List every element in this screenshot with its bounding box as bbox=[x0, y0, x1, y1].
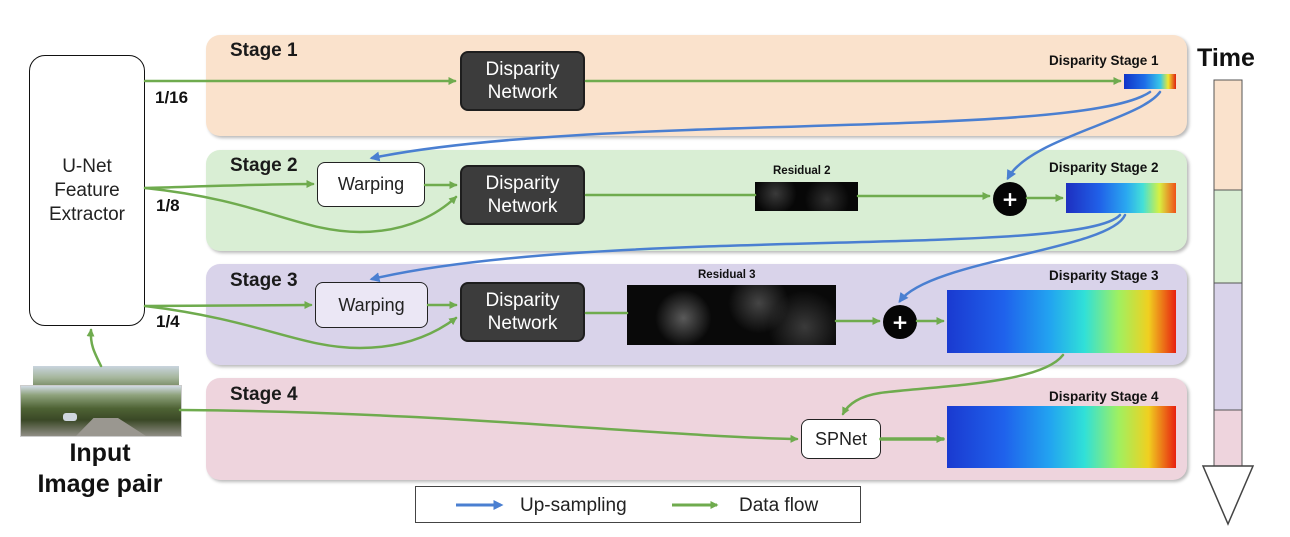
spnet-box: SPNet bbox=[801, 419, 881, 459]
flow-unet-to-dn3-direct bbox=[143, 304, 458, 350]
upsample-disp1-to-warp2 bbox=[369, 90, 1152, 162]
time-bar bbox=[1201, 79, 1255, 526]
unet-feature-extractor: U-Net Feature Extractor bbox=[29, 55, 145, 326]
upsample-disp2-to-warp3 bbox=[369, 213, 1122, 283]
warping-stage-2: Warping bbox=[317, 162, 425, 207]
disparity-stage-1-label: Disparity Stage 1 bbox=[1049, 53, 1159, 68]
flow-unet-to-warp3 bbox=[143, 301, 313, 310]
flow-input-to-unet bbox=[86, 328, 103, 368]
legend-upsampling-label: Up-sampling bbox=[520, 495, 627, 516]
legend-dataflow-label: Data flow bbox=[739, 495, 819, 516]
residual-2-label: Residual 2 bbox=[773, 165, 831, 177]
upsample-disp2-to-sum3 bbox=[898, 213, 1127, 304]
time-label: Time bbox=[1197, 44, 1255, 72]
time-arrow-head bbox=[1201, 465, 1255, 526]
disparity-stage-4-label: Disparity Stage 4 bbox=[1049, 389, 1159, 404]
residual-3-map bbox=[627, 285, 836, 345]
disparity-stage-2-label: Disparity Stage 2 bbox=[1049, 160, 1159, 175]
disparity-map-stage-3 bbox=[947, 290, 1176, 353]
upsample-disp1-to-sum2 bbox=[1006, 90, 1162, 181]
residual-3-label: Residual 3 bbox=[698, 269, 756, 281]
stage-4-title: Stage 4 bbox=[230, 384, 298, 405]
scale-label-1-8: 1/8 bbox=[156, 196, 180, 215]
flow-disp3-to-spnet bbox=[841, 353, 1065, 416]
stage-1-panel bbox=[206, 35, 1187, 136]
disparity-network-stage-1: Disparity Network bbox=[460, 51, 585, 111]
stage-3-title: Stage 3 bbox=[230, 270, 298, 291]
stage-2-title: Stage 2 bbox=[230, 155, 298, 176]
disparity-network-stage-3: Disparity Network bbox=[460, 282, 585, 342]
flow-image-to-spnet bbox=[178, 408, 799, 443]
disparity-map-stage-2 bbox=[1066, 183, 1176, 213]
residual-2-map bbox=[755, 182, 858, 211]
sum-node-stage-2: + bbox=[993, 182, 1027, 216]
disparity-network-stage-2: Disparity Network bbox=[460, 165, 585, 225]
scale-label-1-4: 1/4 bbox=[156, 312, 180, 331]
disparity-map-stage-4 bbox=[947, 406, 1176, 468]
scale-label-1-16: 1/16 bbox=[155, 88, 189, 107]
input-label: Input Image pair bbox=[37, 439, 163, 498]
warping-stage-3: Warping bbox=[315, 282, 428, 328]
sum-node-stage-3: + bbox=[883, 305, 917, 339]
flow-unet-to-warp2 bbox=[143, 180, 315, 190]
input-image-front bbox=[20, 385, 182, 437]
stage-1-title: Stage 1 bbox=[230, 40, 298, 61]
disparity-stage-3-label: Disparity Stage 3 bbox=[1049, 268, 1159, 283]
car-shape bbox=[63, 413, 77, 421]
disparity-map-stage-1 bbox=[1124, 74, 1176, 89]
flow-unet-to-dn2-direct bbox=[143, 186, 458, 234]
